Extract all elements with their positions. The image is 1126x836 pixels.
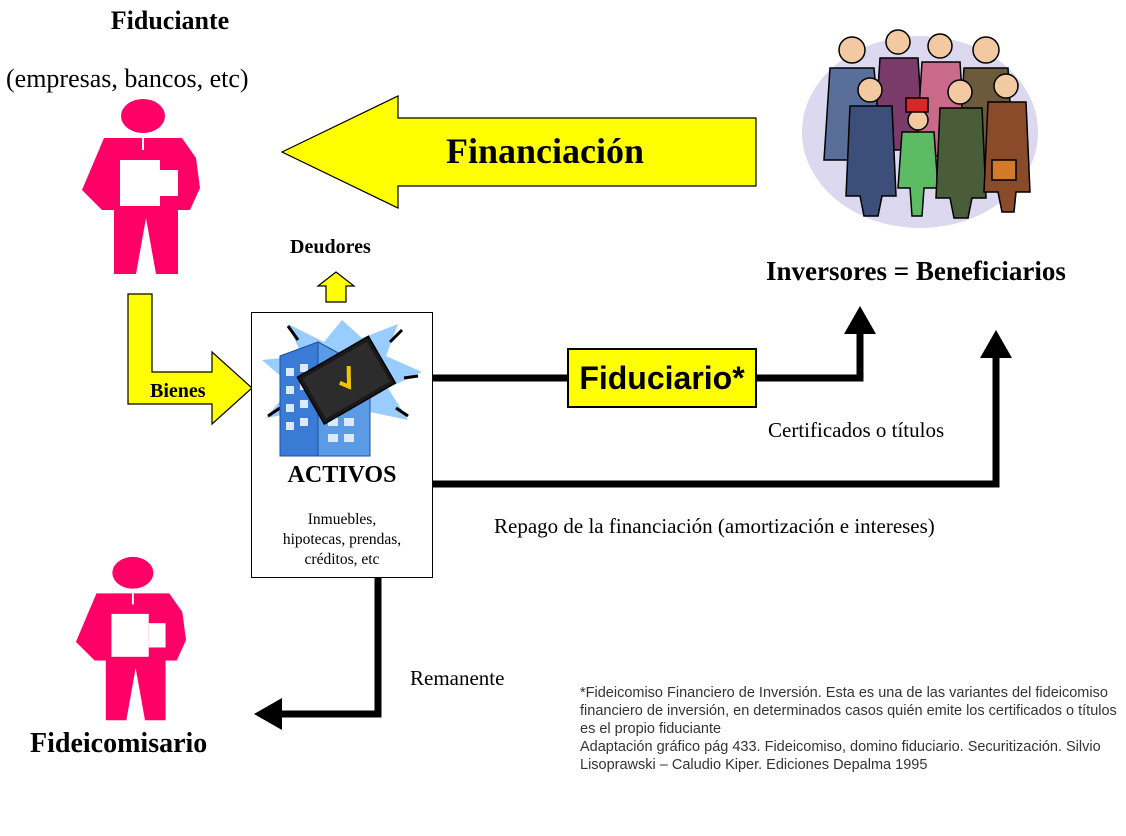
fiduciante-title: Fiduciante: [110, 6, 230, 35]
person-icon: [82, 99, 200, 274]
deudores-label: Deudores: [290, 236, 371, 258]
repago-line: [433, 356, 1000, 488]
investors-group-icon: [802, 29, 1038, 228]
remanente-arrowhead: [254, 698, 282, 730]
fiduciante-subtitle: (empresas, bancos, etc): [6, 64, 249, 93]
activos-title: ACTIVOS: [287, 462, 397, 488]
fiduciario-to-inversores-line: [757, 332, 864, 382]
bienes-arrow: [127, 293, 253, 426]
activos-description-line: créditos, etc: [304, 551, 380, 568]
activos-description: Inmuebles, hipotecas, prendas, créditos,…: [251, 510, 433, 570]
bienes-label: Bienes: [150, 380, 206, 402]
reference-text: Adaptación gráfico pág 433. Fideicomiso,…: [580, 739, 1101, 773]
footnote-text: *Fideicomiso Financiero de Inversión. Es…: [580, 685, 1117, 737]
activos-description-line: Inmuebles,: [307, 511, 377, 528]
financiacion-label: Financiación: [446, 131, 645, 171]
building-book-icon: [262, 320, 422, 457]
repago-label: Repago de la financiación (amortización …: [494, 514, 935, 538]
activos-description-line: hipotecas, prendas,: [282, 531, 402, 548]
fideicomisario-title: Fideicomisario: [30, 728, 208, 759]
financiacion-arrow: [280, 95, 757, 209]
fiduciario-arrowhead: [844, 306, 876, 334]
remanente-label: Remanente: [410, 666, 505, 690]
certificados-label: Certificados o títulos: [768, 418, 945, 442]
deudores-arrow: [316, 271, 356, 303]
fiduciario-box: Fiduciario*: [567, 348, 757, 408]
inversores-title: Inversores = Beneficiarios: [766, 256, 1066, 286]
person-icon: [75, 556, 187, 721]
remanente-line: [280, 578, 382, 718]
fiduciario-label: Fiduciario*: [579, 359, 745, 396]
repago-arrowhead: [980, 330, 1012, 358]
